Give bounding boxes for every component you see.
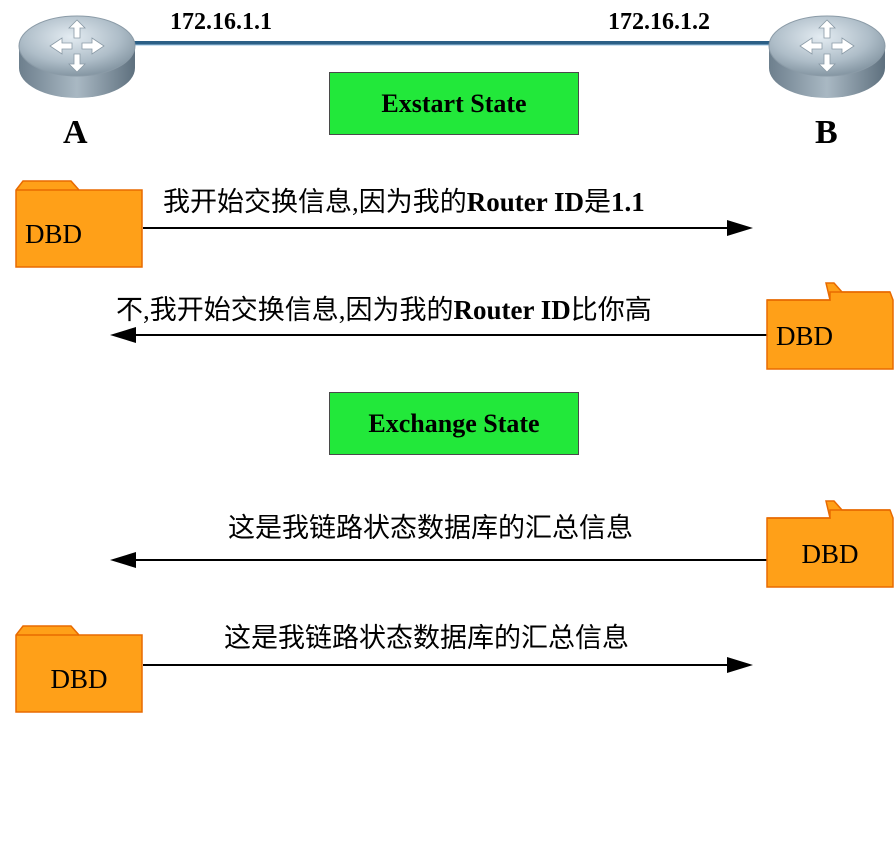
message-4-text: 这是我链路状态数据库的汇总信息 <box>224 623 629 653</box>
message-1-bold-suffix: 1.1 <box>611 187 645 217</box>
router-icon <box>18 15 136 98</box>
exstart-state-box: Exstart State <box>329 72 579 135</box>
message-1-bold: Router ID <box>466 187 584 217</box>
message-4: 这是我链路状态数据库的汇总信息 <box>224 616 629 655</box>
folder-icon <box>766 500 894 588</box>
network-link <box>120 41 780 46</box>
dbd-packet-a-2: DBD <box>15 625 143 713</box>
dbd-label: DBD <box>50 664 108 694</box>
router-b-label: B <box>815 114 838 151</box>
message-2: 不,我开始交换信息,因为我的Router ID比你高 <box>116 288 652 327</box>
arrow-b-to-a-2 <box>110 552 768 568</box>
folder-icon <box>766 282 894 370</box>
message-3-text: 这是我链路状态数据库的汇总信息 <box>228 513 633 543</box>
arrow-a-to-b-2 <box>143 657 753 673</box>
dbd-packet-a-1: DBD <box>15 180 143 268</box>
router-a-label: A <box>63 114 88 151</box>
arrow-b-to-a-1 <box>110 327 768 343</box>
arrow-a-to-b-1 <box>143 220 753 236</box>
message-2-text: 不,我开始交换信息,因为我的 <box>116 295 454 325</box>
router-b-ip: 172.16.1.2 <box>608 9 710 35</box>
message-1-suffix: 是 <box>584 187 611 217</box>
message-1: 我开始交换信息,因为我的Router ID是1.1 <box>163 180 645 219</box>
exchange-state-box: Exchange State <box>329 392 579 455</box>
message-2-bold: Router ID <box>453 295 571 325</box>
message-3: 这是我链路状态数据库的汇总信息 <box>228 506 633 545</box>
folder-icon <box>15 180 143 268</box>
dbd-label: DBD <box>801 539 859 569</box>
dbd-label: DBD <box>25 219 83 249</box>
router-b <box>766 6 888 106</box>
message-2-suffix: 比你高 <box>570 295 652 325</box>
router-a-ip: 172.16.1.1 <box>170 9 272 35</box>
message-1-text: 我开始交换信息,因为我的 <box>163 187 467 217</box>
router-icon <box>768 15 886 98</box>
dbd-packet-b-2: DBD <box>766 500 894 588</box>
router-a <box>16 6 138 106</box>
folder-icon <box>15 625 143 713</box>
dbd-label: DBD <box>776 321 834 351</box>
dbd-packet-b-1: DBD <box>766 282 894 370</box>
